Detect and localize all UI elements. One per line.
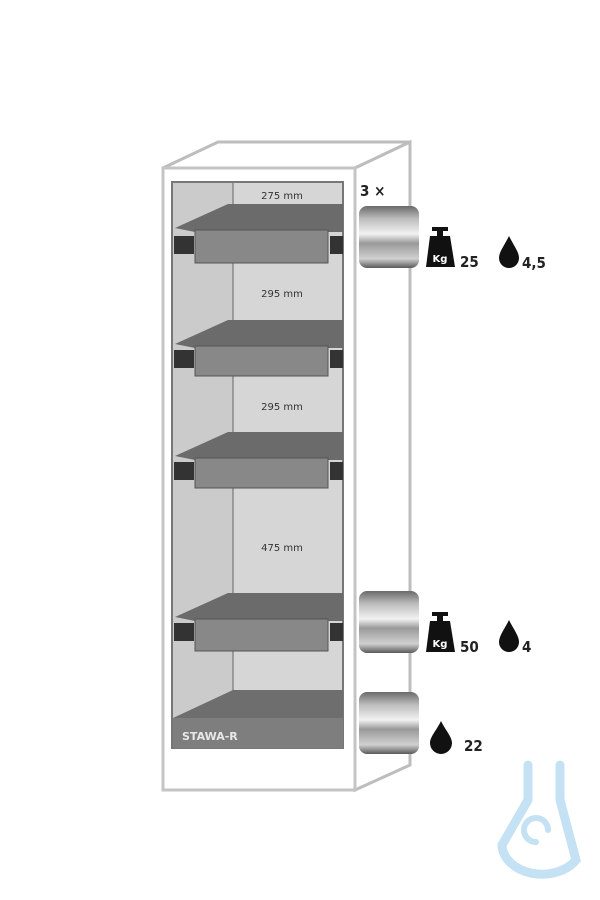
sump-tray: [173, 690, 343, 748]
compartment-height-label: 275 mm: [261, 191, 303, 202]
flask-watermark-icon: [497, 760, 581, 879]
container-drum-icon: [359, 206, 419, 268]
quantity-label: 3 ×: [360, 182, 385, 200]
svg-text:Kg: Kg: [433, 639, 448, 650]
load-kg-value: 25: [460, 253, 479, 271]
shelf: [174, 593, 343, 652]
drop-liter-icon: [499, 236, 519, 268]
weight-icon: Kg: [426, 227, 455, 267]
sump-volume-value: 22: [464, 737, 483, 755]
compartment-height-label: 295 mm: [261, 402, 303, 413]
weight-icon: Kg: [426, 612, 455, 652]
container-drum-icon: [359, 692, 419, 754]
volume-liter-value: 4: [522, 638, 531, 656]
drop-liter-icon: [499, 620, 519, 652]
shelf: [174, 432, 343, 489]
svg-text:Kg: Kg: [433, 254, 448, 265]
compartment-height-label: 295 mm: [261, 289, 303, 300]
load-kg-value: 50: [460, 638, 479, 656]
volume-liter-value: 4,5: [522, 254, 546, 272]
shelf: [174, 204, 343, 264]
drop-liter-icon: [430, 721, 452, 754]
container-drum-icon: [359, 591, 419, 653]
brand-label: STAWA-R: [182, 730, 238, 743]
compartment-height-label: 475 mm: [261, 543, 303, 554]
shelf: [174, 320, 343, 377]
